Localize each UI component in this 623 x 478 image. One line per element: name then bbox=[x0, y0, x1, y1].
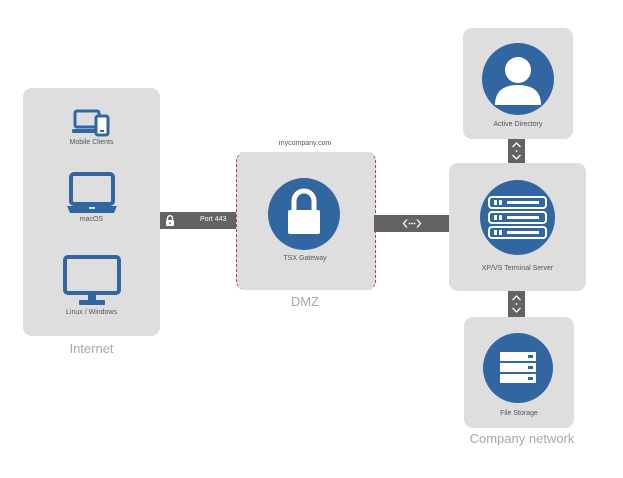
port-443-label: Port 443 bbox=[200, 216, 227, 223]
ad-server-connector bbox=[508, 139, 525, 163]
company-network-zone-label: Company network bbox=[469, 431, 575, 446]
mobile-devices-icon bbox=[72, 109, 112, 137]
internet-zone-label: Internet bbox=[69, 341, 114, 356]
file-storage-label: File Storage bbox=[500, 410, 538, 417]
dmz-zone-label: DMZ bbox=[290, 294, 320, 309]
macos-label: macOS bbox=[79, 216, 104, 223]
laptop-icon bbox=[67, 172, 117, 214]
active-directory-circle bbox=[482, 43, 554, 115]
vertical-arrow-icon bbox=[511, 141, 522, 161]
server-icon bbox=[487, 195, 548, 241]
gateway-label: TSX Gateway bbox=[283, 255, 327, 262]
user-icon bbox=[482, 43, 554, 115]
port-443-connector: Port 443 bbox=[160, 212, 236, 229]
dmz-server-connector bbox=[374, 215, 450, 232]
terminal-server-circle bbox=[480, 180, 555, 255]
lock-icon bbox=[165, 215, 175, 226]
storage-icon bbox=[499, 351, 537, 385]
domain-label: mycompany.com bbox=[278, 140, 332, 147]
mobile-clients-label: Mobile Clients bbox=[69, 139, 114, 146]
server-storage-connector bbox=[508, 291, 525, 317]
terminal-server-label: XP/VS Terminal Server bbox=[481, 265, 554, 272]
vertical-arrow-icon bbox=[511, 294, 522, 314]
bidirectional-arrow-icon bbox=[402, 218, 422, 229]
monitor-icon bbox=[63, 255, 121, 307]
linux-windows-label: Linux / Windows bbox=[66, 309, 117, 316]
padlock-icon bbox=[286, 188, 322, 238]
file-storage-circle bbox=[483, 333, 553, 403]
active-directory-label: Active Directory bbox=[493, 121, 543, 128]
